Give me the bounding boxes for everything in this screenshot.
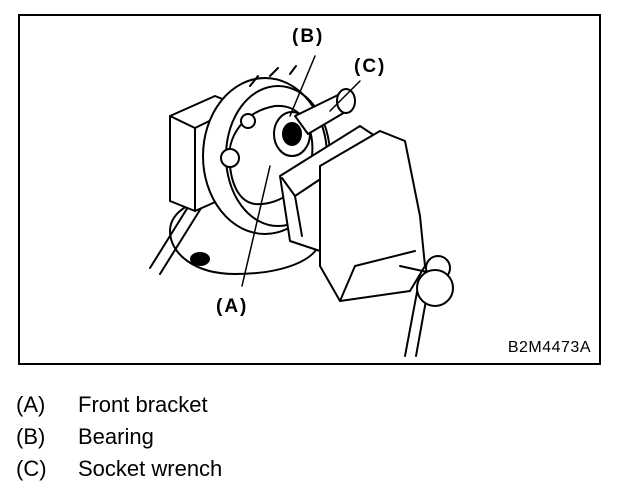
callout-c: (C): [354, 56, 387, 77]
vise-right-body: [319, 130, 426, 302]
legend-key: (A): [16, 392, 46, 417]
legend-key: (C): [16, 456, 47, 481]
leader-a: [241, 165, 271, 287]
leader-c: [329, 80, 361, 112]
legend-text: Socket wrench: [78, 456, 223, 481]
mount-bolt-hole: [190, 252, 210, 266]
callout-a: (A): [216, 296, 249, 317]
figure-code: B2M4473A: [507, 339, 591, 356]
legend-text: Front bracket: [78, 392, 208, 417]
figure-frame: (B) (C) (A) B2M4473A: [18, 14, 601, 365]
legend-key: (B): [16, 424, 46, 449]
callout-b: (B): [292, 26, 325, 47]
legend-text: Bearing: [78, 424, 154, 449]
vise-alternator-illustration: [149, 55, 454, 357]
leader-b: [289, 55, 316, 117]
